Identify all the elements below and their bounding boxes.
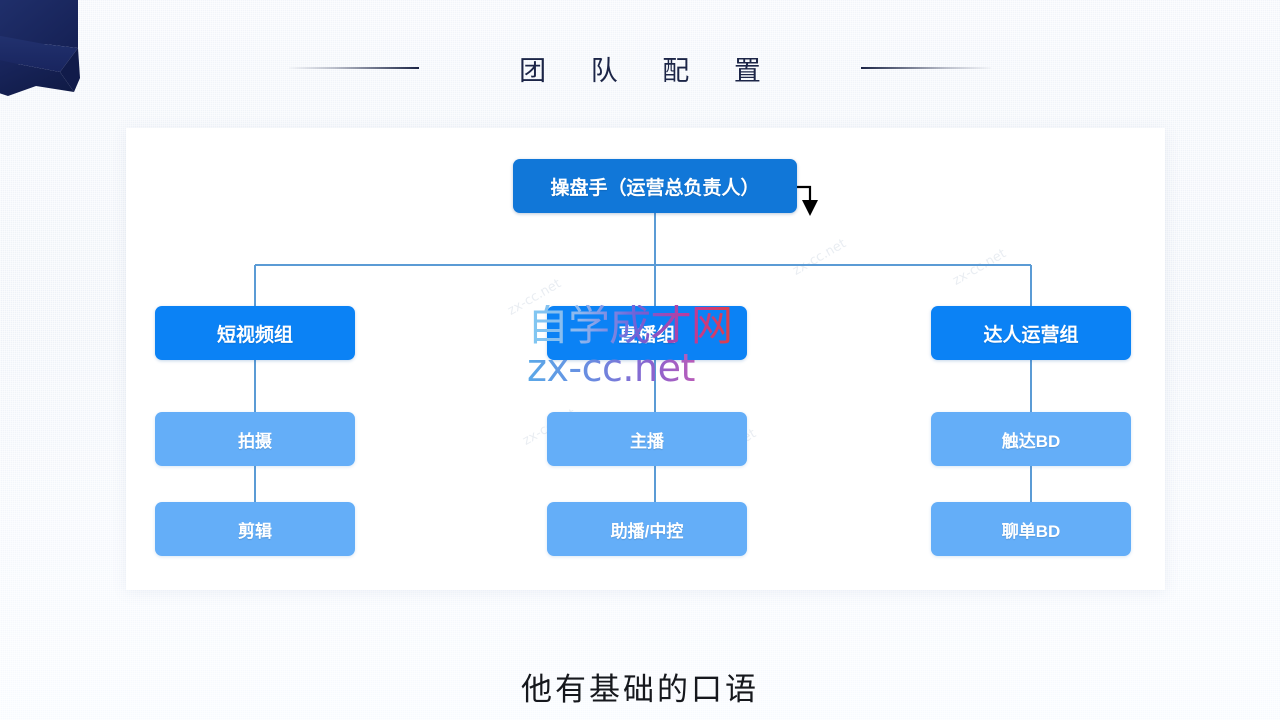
org-node-label: 短视频组 (216, 324, 293, 346)
org-node-leaf-outreach-bd[interactable]: 触达BD (931, 412, 1131, 466)
org-node-label: 主播 (630, 431, 664, 451)
org-node-leaf-editing[interactable]: 剪辑 (155, 502, 355, 556)
page-header: 团 队 配 置 (0, 44, 1280, 92)
title-rule-left (289, 67, 420, 69)
title-rule-right (860, 67, 991, 69)
org-node-group-talent-ops[interactable]: 达人运营组 (931, 306, 1131, 360)
org-node-leaf-shooting[interactable]: 拍摄 (155, 412, 355, 466)
org-node-label: 操盘手（运营总负责人） (550, 177, 760, 199)
org-node-label: 聊单BD (1001, 521, 1061, 541)
caption-text: 他有基础的口语 (521, 672, 759, 708)
org-node-leaf-assistant-control[interactable]: 助播/中控 (547, 502, 747, 556)
org-node-leaf-chat-bd[interactable]: 聊单BD (931, 502, 1131, 556)
page-title: 团 队 配 置 (519, 55, 779, 87)
org-node-label: 触达BD (1001, 431, 1061, 451)
org-node-label: 助播/中控 (610, 521, 684, 541)
org-node-label: 剪辑 (238, 521, 272, 541)
org-node-label: 达人运营组 (983, 324, 1079, 346)
org-node-group-live[interactable]: 直播组 (547, 306, 747, 360)
org-node-label: 拍摄 (238, 431, 272, 451)
org-node-root[interactable]: 操盘手（运营总负责人） (513, 159, 797, 213)
org-node-label: 直播组 (618, 324, 676, 346)
org-node-group-short-video[interactable]: 短视频组 (155, 306, 355, 360)
org-node-leaf-anchor[interactable]: 主播 (547, 412, 747, 466)
